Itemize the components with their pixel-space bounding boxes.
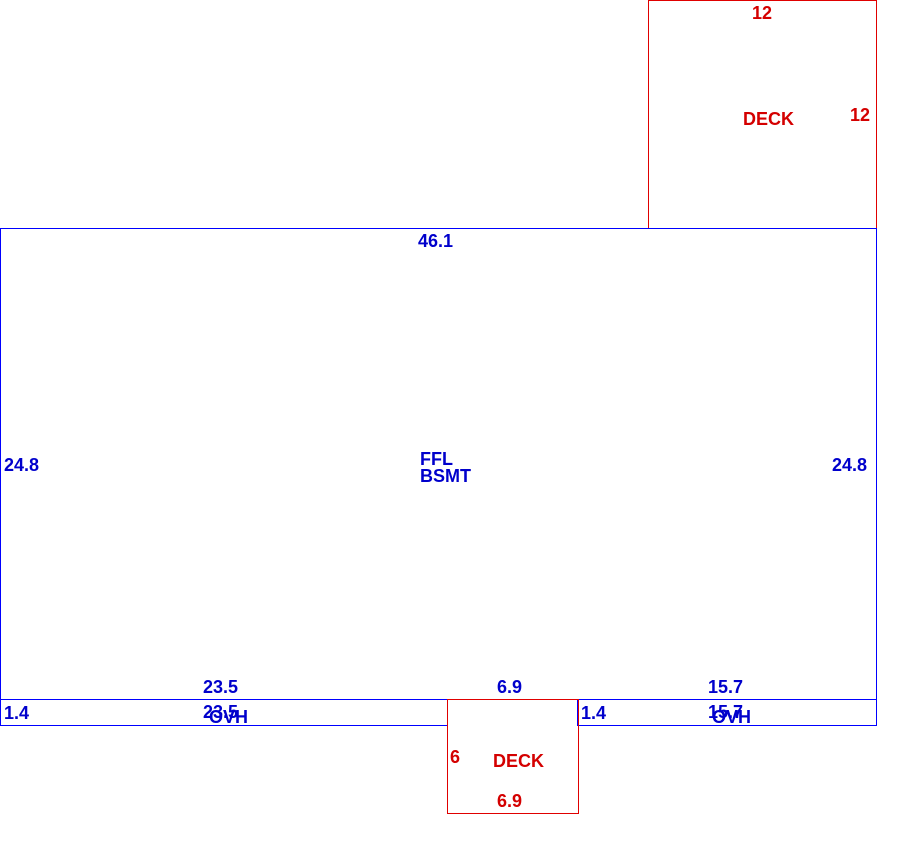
main-area-bottom-right-dimension: 15.7 <box>708 677 744 697</box>
main-area-bottom-left-dimension: 23.5 <box>203 677 239 697</box>
main-area-name-line2: BSMT <box>420 466 471 486</box>
upper-deck-name: DECK <box>743 109 795 129</box>
main-area-bottom-mid-dimension: 6.9 <box>497 677 523 697</box>
lower-deck-bottom-dimension: 6.9 <box>497 791 523 811</box>
main-area-name-line1: FFL <box>420 449 453 469</box>
left-overhang-length: 23.5 <box>203 702 239 722</box>
right-overhang-length: 15.7 <box>708 702 744 722</box>
main-area-left-dimension: 24.8 <box>4 455 40 475</box>
lower-deck-left-dimension: 6 <box>450 747 461 767</box>
lower-deck-name: DECK <box>493 751 545 771</box>
upper-deck-top-dimension: 12 <box>752 3 773 23</box>
right-overhang-outline <box>577 699 877 726</box>
lower-deck-outline <box>447 699 579 814</box>
upper-deck-right-dimension: 12 <box>850 105 871 125</box>
main-area-top-dimension: 46.1 <box>418 231 454 251</box>
left-overhang-name: OVH <box>209 707 249 727</box>
right-overhang-name: OVH <box>712 707 752 727</box>
left-overhang-depth: 1.4 <box>4 703 30 723</box>
main-area-right-dimension: 24.8 <box>832 455 868 475</box>
right-overhang-depth: 1.4 <box>581 703 607 723</box>
